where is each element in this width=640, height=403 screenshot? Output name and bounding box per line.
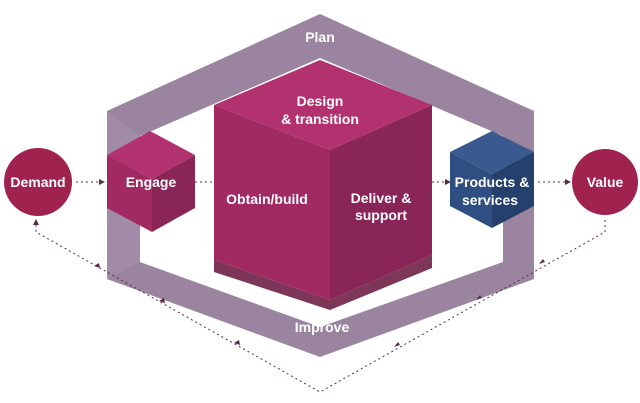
engage-label: Engage — [126, 174, 177, 190]
demand-circle — [4, 148, 72, 216]
improve-label: Improve — [295, 319, 350, 335]
products-label-line2: services — [462, 192, 518, 208]
products-cube — [450, 131, 534, 228]
value-label: Value — [587, 174, 624, 190]
demand-label: Demand — [10, 174, 65, 190]
engage-cube — [107, 131, 195, 232]
plan-label: Plan — [305, 29, 335, 45]
loop-chevrons — [94, 259, 545, 347]
design-label-line1: Design — [297, 93, 344, 109]
products-label-line1: Products & — [455, 174, 530, 190]
plan-improve-frame — [107, 14, 534, 357]
value-circle — [572, 149, 638, 215]
deliver-label-line1: Deliver & — [351, 190, 412, 206]
deliver-label-line2: support — [355, 207, 407, 223]
obtain-build-label: Obtain/build — [226, 191, 308, 207]
design-label-line2: & transition — [281, 111, 359, 127]
main-cube — [214, 60, 432, 310]
